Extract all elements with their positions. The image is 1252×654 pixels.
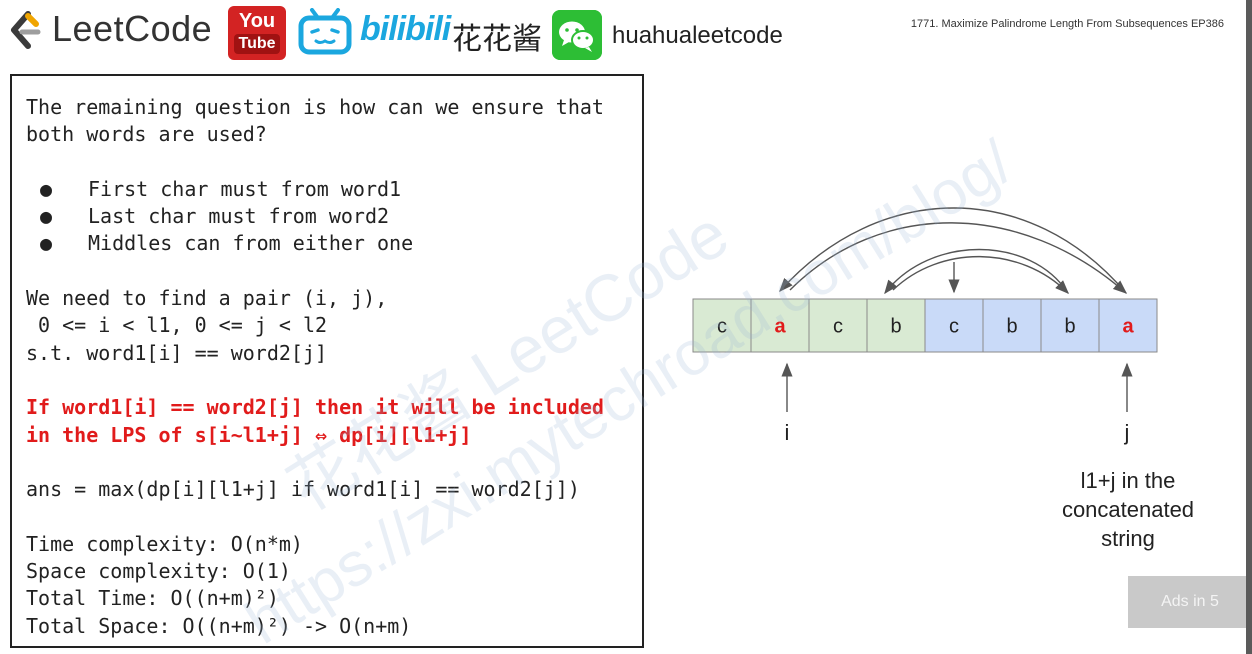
code-line: ans = max(dp[i][l1+j] if word1[i] == wor…	[26, 477, 580, 502]
wechat-icon	[552, 10, 602, 60]
code-line: Space complexity: O(1)	[26, 559, 291, 584]
cell-char: b	[890, 316, 901, 338]
code-line: The remaining question is how can we ens…	[26, 95, 604, 119]
channel-name: 花花酱	[452, 23, 542, 56]
cell-box-word2	[1098, 298, 1158, 353]
code-line: We need to find a pair (i, j),	[26, 286, 388, 311]
caption-line: concatenated	[1061, 497, 1195, 522]
wechat-handle: huahualeetcode	[612, 22, 783, 49]
cell-box-word1	[808, 298, 868, 353]
bilibili-logo-text: bilibili	[360, 10, 451, 48]
outer-arc-arrow	[779, 207, 1127, 294]
cell-char: b	[1006, 316, 1017, 338]
diagram-caption: l1+j in the concatenated string	[1030, 466, 1226, 553]
cell-char: c	[717, 316, 727, 338]
cell-char: a	[774, 316, 786, 338]
label-i: i	[785, 420, 790, 445]
cell-box-word1	[692, 298, 752, 353]
bullet-item: ● Middles can from either one	[26, 230, 604, 257]
cell-char: b	[1064, 316, 1075, 338]
code-line: 0 <= i < l1, 0 <= j < l2	[26, 313, 328, 338]
scrollbar[interactable]	[1246, 0, 1252, 654]
inner-arc-arrow-back	[892, 256, 1069, 294]
header-bar: LeetCode You Tube bilibili 花花酱 huahualee…	[0, 0, 1252, 68]
highlight-line: in the LPS of s[i~l1+j] ⇔ dp[i][l1+j]	[26, 422, 472, 447]
ads-countdown-button[interactable]: Ads in 5	[1128, 576, 1252, 628]
leetcode-logo-icon	[11, 11, 41, 49]
bullet-icon: ●	[40, 204, 53, 229]
highlight-line: If word1[i] == word2[j] then it will be …	[26, 395, 604, 420]
leetcode-logo-text: LeetCode	[52, 8, 213, 49]
bilibili-tv-icon	[298, 8, 352, 55]
code-line: Total Space: O((n+m)²) -> O(n+m)	[26, 613, 412, 638]
cell-char: c	[833, 316, 843, 338]
code-line: Time complexity: O(n*m)	[26, 531, 303, 556]
code-text: The remaining question is how can we ens…	[26, 94, 604, 640]
bullet-icon: ●	[40, 231, 53, 256]
cell-box-word1	[866, 298, 926, 353]
code-panel: The remaining question is how can we ens…	[10, 74, 644, 648]
bullet-icon: ●	[40, 176, 53, 201]
cell-box-word1	[750, 298, 810, 353]
cell-char: c	[949, 316, 959, 338]
code-line: both words are used?	[26, 122, 267, 147]
code-line: Total Time: O((n+m)²)	[26, 586, 279, 611]
cell-box-word2	[924, 298, 984, 353]
outer-arc-arrow-back	[789, 222, 1128, 294]
youtube-logo-bottom: Tube	[234, 34, 280, 54]
episode-title: 1771. Maximize Palindrome Length From Su…	[910, 18, 1224, 30]
caption-line: string	[1101, 526, 1155, 551]
bullet-text: First char must from word1	[88, 176, 402, 201]
bullet-item: ● First char must from word1	[26, 176, 604, 203]
bullet-item: ● Last char must from word2	[26, 203, 604, 230]
caption-line: l1+j in the	[1080, 468, 1176, 493]
label-j: j	[1124, 420, 1130, 445]
youtube-logo-icon: You Tube	[228, 6, 286, 60]
code-line: s.t. word1[i] == word2[j]	[26, 340, 328, 365]
cell-box-word2	[982, 298, 1042, 353]
inner-arc-arrow	[884, 248, 1069, 295]
cell-char: a	[1122, 316, 1134, 338]
cell-box-word2	[1040, 298, 1100, 353]
bullet-text: Last char must from word2	[88, 204, 390, 229]
bullet-text: Middles can from either one	[88, 231, 414, 256]
youtube-logo-top: You	[238, 10, 276, 32]
